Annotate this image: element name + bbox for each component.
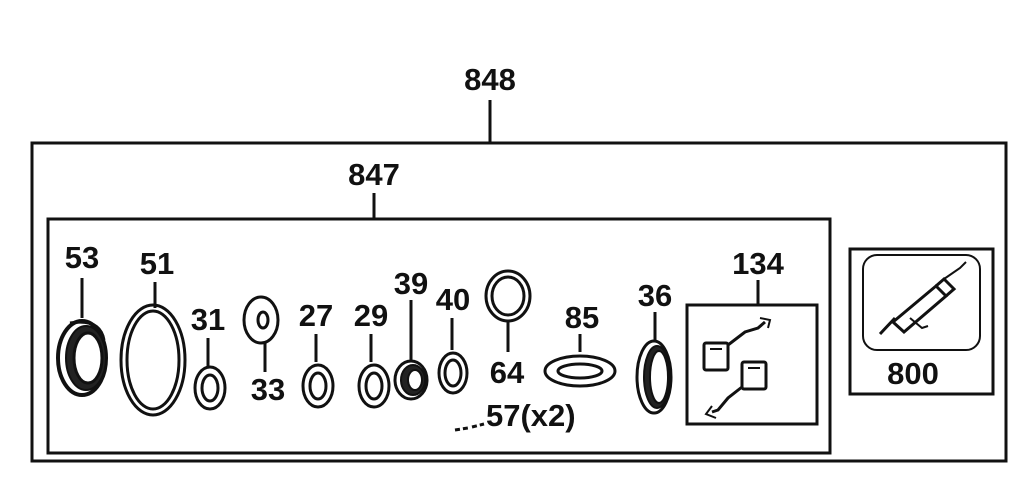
label-33: 33 (250, 372, 286, 407)
part-53-seal (56, 319, 108, 397)
label-847: 847 (348, 157, 400, 192)
label-27: 27 (298, 298, 334, 333)
part-800-tool (862, 254, 981, 351)
kit-847-frame (46, 217, 832, 455)
label-51: 51 (139, 246, 175, 281)
kit-848-frame (30, 141, 1008, 463)
label-39: 39 (393, 266, 429, 301)
brush-set-box (685, 303, 819, 426)
leader-57b (471, 422, 485, 429)
label-85: 85 (564, 300, 600, 335)
label-40: 40 (435, 282, 471, 317)
part-134-brushes (702, 317, 772, 419)
part-31-ring (193, 365, 227, 411)
leader-57 (454, 426, 469, 432)
part-40-ring (437, 351, 469, 395)
label-64: 64 (489, 355, 525, 390)
label-57: 57(x2) (486, 398, 576, 433)
label-53: 53 (64, 240, 100, 275)
part-64-ring (484, 269, 532, 323)
part-29-ring (357, 363, 391, 409)
label-36: 36 (637, 278, 673, 313)
part-39-bearing (393, 359, 429, 401)
label-800: 800 (887, 356, 939, 391)
label-29: 29 (353, 298, 389, 333)
part-51-o-ring (119, 303, 187, 417)
part-33-washer (242, 295, 280, 345)
label-848: 848 (464, 62, 516, 97)
part-85-flat-ring (543, 354, 617, 388)
part-36-seal (635, 339, 673, 415)
part-800-frame (848, 247, 995, 396)
label-134: 134 (732, 246, 784, 281)
part-27-ring (301, 363, 335, 409)
label-31: 31 (190, 302, 226, 337)
